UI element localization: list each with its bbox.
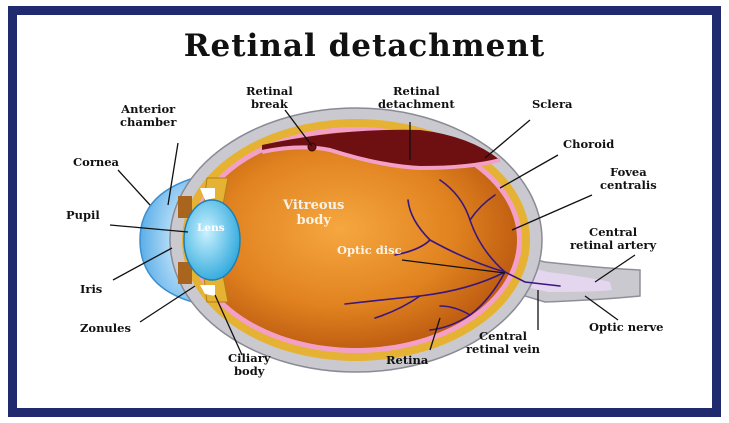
label-anterior-chamber: Anterior chamber: [120, 103, 176, 129]
label-zonules: Zonules: [80, 322, 131, 335]
label-cornea: Cornea: [73, 156, 119, 169]
label-central-retinal-artery: Central retinal artery: [570, 226, 656, 252]
label-optic-nerve: Optic nerve: [589, 321, 663, 334]
label-iris: Iris: [80, 283, 102, 296]
label-retina: Retina: [386, 354, 428, 367]
label-central-retinal-vein: Central retinal vein: [466, 330, 540, 356]
label-optic-disc: Optic disc: [337, 244, 402, 257]
label-retinal-detachment: Retinal detachment: [378, 85, 455, 111]
retinal-break-mark: [308, 143, 316, 151]
label-lens: Lens: [197, 222, 225, 235]
label-sclera: Sclera: [532, 98, 573, 111]
label-ciliary-body: Ciliary body: [228, 352, 270, 378]
label-retinal-break: Retinal break: [246, 85, 293, 111]
label-choroid: Choroid: [563, 138, 614, 151]
label-vitreous-body: Vitreous body: [283, 198, 344, 228]
label-pupil: Pupil: [66, 209, 100, 222]
lens-shape: [184, 200, 240, 280]
label-fovea-centralis: Fovea centralis: [600, 166, 657, 192]
